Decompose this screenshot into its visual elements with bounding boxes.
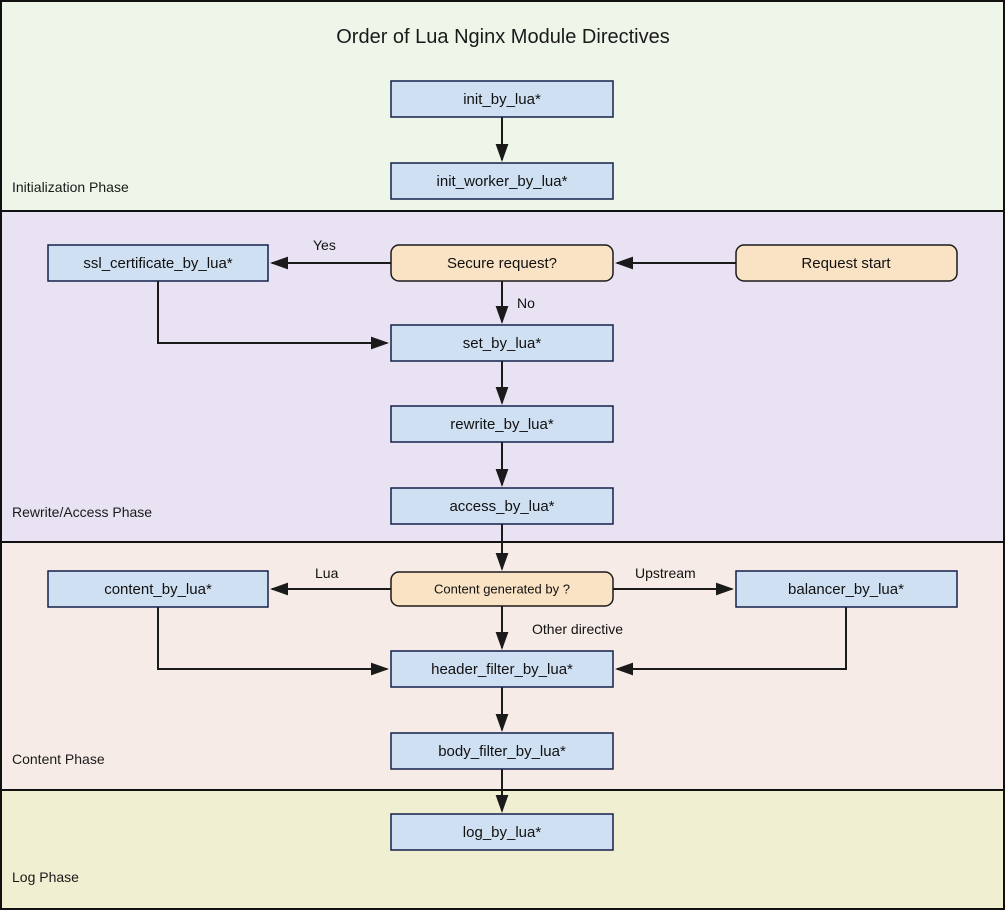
node-header-filter-by-lua[interactable]: header_filter_by_lua* — [390, 650, 614, 688]
page-title: Order of Lua Nginx Module Directives — [336, 26, 669, 48]
node-label-access-by-lua: access_by_lua* — [449, 498, 554, 515]
node-label-secure-request: Secure request? — [447, 255, 557, 272]
node-request-start[interactable]: Request start — [735, 244, 958, 282]
node-init-by-lua[interactable]: init_by_lua* — [390, 80, 614, 118]
edge-label-yes: Yes — [313, 237, 336, 253]
node-label-init-by-lua: init_by_lua* — [463, 91, 541, 108]
node-init-worker-by-lua[interactable]: init_worker_by_lua* — [390, 162, 614, 200]
node-balancer-by-lua[interactable]: balancer_by_lua* — [735, 570, 958, 608]
band-label-initialization: Initialization Phase — [12, 179, 129, 195]
edge-balancer-to-headerfilter — [615, 607, 847, 676]
node-label-log-by-lua: log_by_lua* — [463, 824, 542, 841]
node-secure-request[interactable]: Secure request? — [390, 244, 614, 282]
node-label-header-filter-by-lua: header_filter_by_lua* — [431, 661, 573, 678]
edge-ssl-to-set — [157, 281, 389, 350]
nodes: init_by_lua* init_worker_by_lua* Request… — [47, 80, 958, 851]
node-label-set-by-lua: set_by_lua* — [463, 335, 542, 352]
edge-label-lua: Lua — [315, 565, 339, 581]
node-label-content-by-lua: content_by_lua* — [104, 581, 212, 598]
edges — [157, 117, 847, 813]
edge-label-other-directive: Other directive — [532, 621, 623, 637]
band-label-content: Content Phase — [12, 751, 105, 767]
node-label-ssl-certificate-by-lua: ssl_certificate_by_lua* — [83, 255, 232, 272]
edge-label-no: No — [517, 295, 535, 311]
node-label-rewrite-by-lua: rewrite_by_lua* — [450, 416, 554, 433]
band-label-log: Log Phase — [12, 869, 79, 885]
node-label-content-generated-by: Content generated by ? — [434, 581, 570, 596]
node-access-by-lua[interactable]: access_by_lua* — [390, 487, 614, 525]
node-label-balancer-by-lua: balancer_by_lua* — [788, 581, 904, 598]
edge-label-upstream: Upstream — [635, 565, 696, 581]
node-log-by-lua[interactable]: log_by_lua* — [390, 813, 614, 851]
node-content-generated-by[interactable]: Content generated by ? — [390, 571, 614, 607]
edge-labels: Yes No Lua Upstream Other directive — [313, 237, 696, 637]
node-label-init-worker-by-lua: init_worker_by_lua* — [437, 173, 568, 190]
node-content-by-lua[interactable]: content_by_lua* — [47, 570, 269, 608]
node-ssl-certificate-by-lua[interactable]: ssl_certificate_by_lua* — [47, 244, 269, 282]
node-label-body-filter-by-lua: body_filter_by_lua* — [438, 743, 566, 760]
node-label-request-start: Request start — [801, 255, 891, 272]
node-rewrite-by-lua[interactable]: rewrite_by_lua* — [390, 405, 614, 443]
node-body-filter-by-lua[interactable]: body_filter_by_lua* — [390, 732, 614, 770]
band-label-rewrite-access: Rewrite/Access Phase — [12, 504, 152, 520]
edge-contentlua-to-headerfilter — [157, 607, 389, 676]
node-set-by-lua[interactable]: set_by_lua* — [390, 324, 614, 362]
